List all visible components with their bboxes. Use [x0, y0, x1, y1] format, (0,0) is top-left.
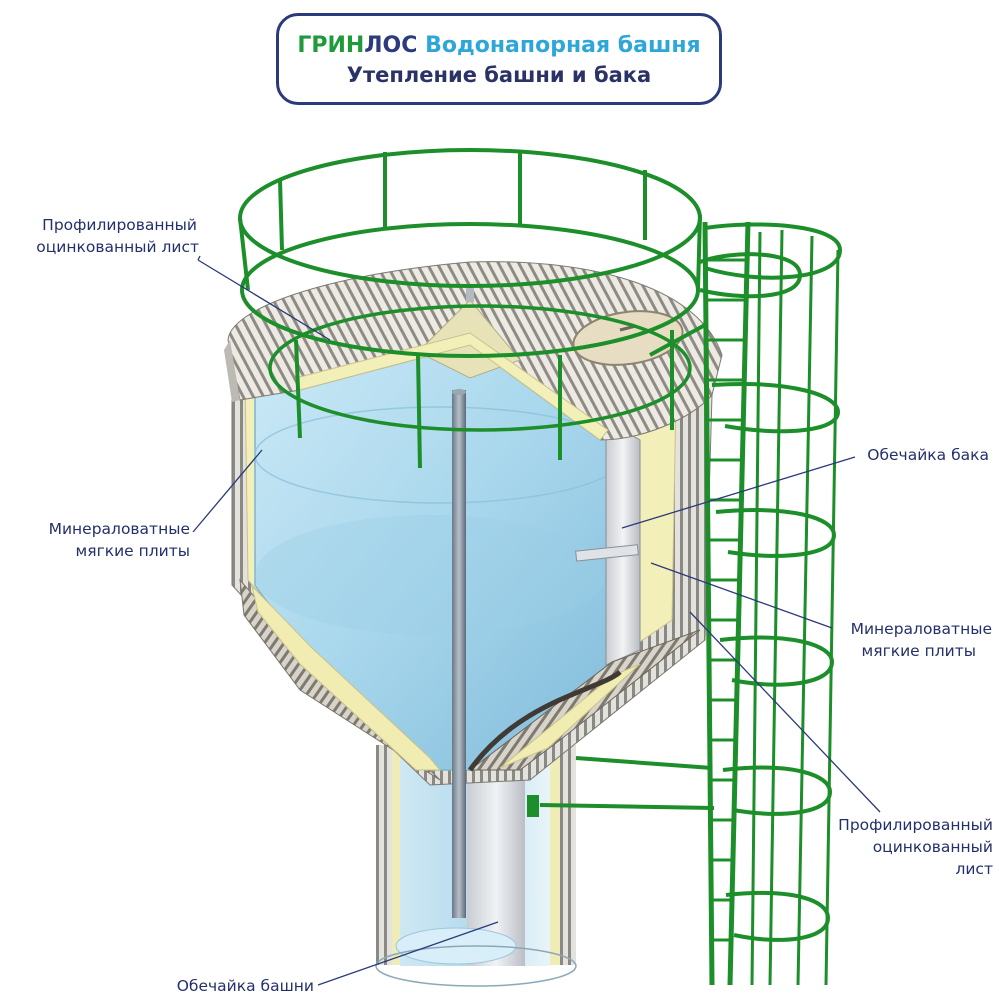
cone-insulation-right	[499, 663, 641, 769]
cage-hoops	[699, 222, 843, 942]
railing-bottom-ring	[268, 304, 692, 432]
title-line-2: Утепление башни и бака	[346, 63, 652, 87]
label-wool-left-line2: мягкие плиты	[76, 542, 190, 560]
brand-name-part1: ГРИН	[297, 33, 365, 58]
roof-sheet	[227, 261, 723, 441]
leader-lines	[192, 255, 881, 986]
tank-bracket	[575, 544, 639, 562]
leader-roof-sheet-tick	[197, 255, 201, 261]
pipe-top	[452, 389, 466, 395]
leader-tank-shell	[621, 456, 856, 529]
overflow-pipe	[452, 390, 466, 918]
ladder-rail-right	[727, 221, 751, 986]
label-tank-shell: Обечайка бака	[867, 446, 989, 464]
cone-insulation-left	[251, 584, 442, 771]
label-wall-sheet-line3: лист	[955, 860, 993, 878]
shaft-bracket-plate	[527, 795, 539, 817]
title-line-1: ГРИНЛОС Водонапорная башня	[279, 31, 719, 61]
tank-shell-plate	[605, 419, 641, 666]
label-wall-sheet-line1: Профилированный	[838, 816, 993, 834]
roof-vent	[466, 288, 474, 302]
label-wool-right-line1: Минераловатные	[851, 620, 992, 638]
leader-tower-shell	[317, 921, 499, 986]
cone-edge-dark	[467, 670, 622, 772]
label-roof-sheet-line2: оцинкованный лист	[36, 238, 199, 256]
label-tower-shell: Обечайка башни	[177, 977, 314, 995]
roof-railing	[238, 148, 702, 469]
cage-bars	[750, 229, 840, 986]
leader-wool-left	[192, 449, 263, 533]
title-box: ГРИНЛОС Водонапорная башня Утепление баш…	[276, 13, 722, 105]
ladder-rail-left	[702, 221, 715, 986]
shaft-base-rim	[375, 945, 577, 987]
leader-roof-sheet	[197, 259, 331, 341]
label-wall-sheet-line2: оцинкованный	[873, 838, 993, 856]
title-subtitle: Водонапорная башня	[425, 33, 701, 58]
label-wool-left-line1: Минераловатные	[49, 520, 190, 538]
water-surface	[255, 515, 605, 635]
leader-wool-right	[650, 562, 833, 629]
brand-name-part2: ЛОС	[364, 33, 418, 58]
label-wool-right-line2: мягкие плиты	[862, 642, 976, 660]
ladder-brackets	[539, 323, 715, 810]
label-roof-sheet-line1: Профилированный	[42, 216, 197, 234]
leader-wall-sheet	[689, 611, 881, 813]
roof-edge-left	[224, 340, 240, 402]
